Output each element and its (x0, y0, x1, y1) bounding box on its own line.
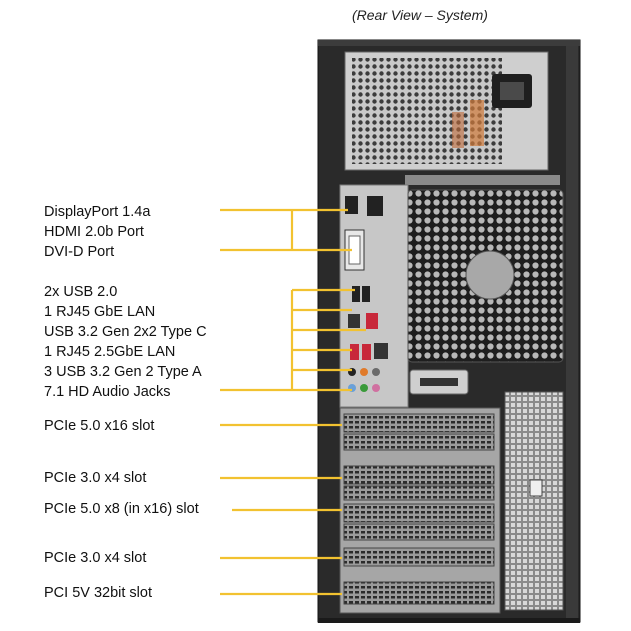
label-rj45-gbe: 1 RJ45 GbE LAN (44, 304, 156, 320)
pcie5-x8-bracket (343, 503, 495, 523)
label-hdmi: HDMI 2.0b Port (44, 224, 144, 240)
side-vent (504, 391, 564, 611)
audio-jack-6 (372, 384, 380, 392)
pcie3-x4-a-bracket-2 (343, 485, 495, 501)
pci-bracket (343, 581, 495, 605)
label-usb2: 2x USB 2.0 (44, 284, 118, 300)
displayport-port (345, 196, 358, 214)
usb2-port-1 (352, 286, 360, 302)
label-pcie3-x4-b: PCIe 3.0 x4 slot (44, 550, 147, 566)
rj45-25gbe-port (374, 343, 388, 359)
chassis-side (566, 44, 578, 618)
label-pci: PCI 5V 32bit slot (44, 585, 152, 601)
label-pcie5-x16: PCIe 5.0 x16 slot (44, 418, 155, 434)
label-displayport: DisplayPort 1.4a (44, 204, 151, 220)
label-pcie3-x4-a: PCIe 3.0 x4 slot (44, 470, 147, 486)
rj45-gbe-port (348, 314, 360, 328)
callout-lines (220, 208, 366, 596)
pcie5-x16-bracket-2 (343, 433, 495, 451)
pcie3-x4-b-bracket (343, 547, 495, 567)
usb2-port-2 (362, 286, 370, 302)
label-usb32-gen2: 3 USB 3.2 Gen 2 Type A (44, 364, 202, 380)
audio-jack-3 (372, 368, 380, 376)
audio-jack-5 (360, 384, 368, 392)
label-pcie5-x8: PCIe 5.0 x8 (in x16) slot (44, 501, 199, 517)
usb32-gen2-port-1 (350, 344, 359, 360)
usb32-2x2-port (366, 313, 378, 329)
diagram-title: (Rear View – System) (352, 7, 488, 23)
fan-hub (465, 250, 515, 300)
label-rj45-25gbe: 1 RJ45 2.5GbE LAN (44, 344, 176, 360)
pcie3-x4-a-bracket (343, 465, 495, 485)
usb32-gen2-port-2 (362, 344, 371, 360)
pcie5-x8-bracket-2 (343, 523, 495, 541)
label-dvi: DVI-D Port (44, 244, 115, 260)
label-usb32-2x2: USB 3.2 Gen 2x2 Type C (44, 324, 207, 340)
pcie5-x16-bracket (343, 413, 495, 433)
label-audio: 7.1 HD Audio Jacks (44, 384, 171, 400)
hdmi-port (367, 196, 383, 216)
audio-jack-2 (360, 368, 368, 376)
